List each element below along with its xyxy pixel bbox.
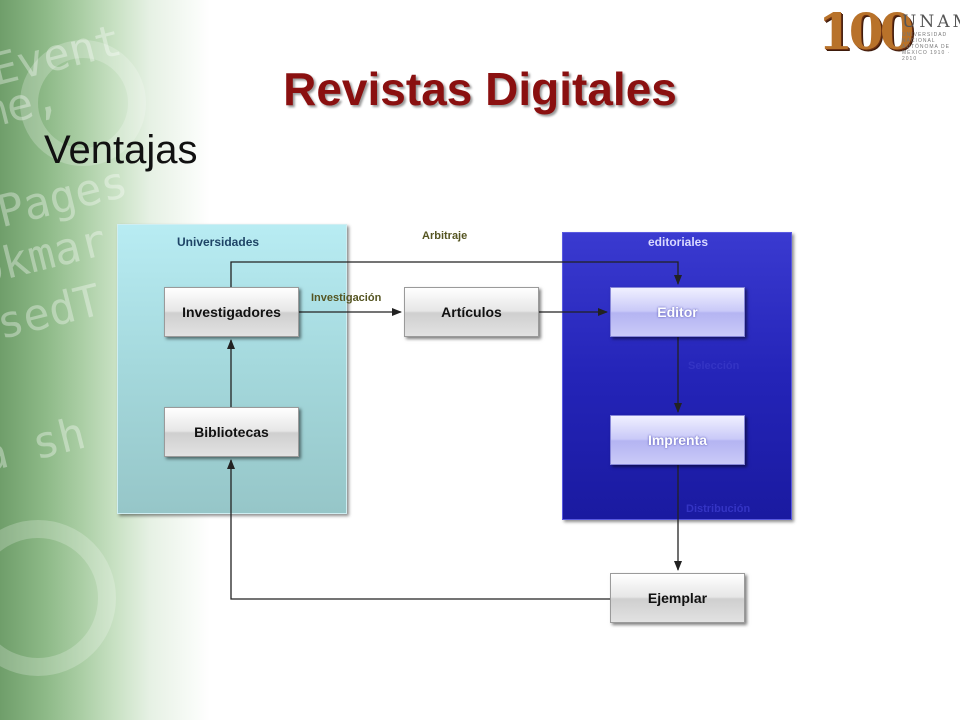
edge-investigadores-to-editor	[230, 261, 682, 287]
logo-name: UNAM	[902, 12, 960, 32]
editoriales-label: editoriales	[648, 235, 709, 249]
edge-layer	[227, 261, 682, 600]
slide-subtitle: Ventajas	[44, 128, 198, 172]
universidades-label: Universidades	[177, 235, 260, 249]
edge-label-seleccion: Selección	[688, 360, 740, 372]
unam-100-logo: 100 UNAM UNIVERSIDAD NACIONAL AUTÓNOMA D…	[818, 2, 960, 62]
edge-label-distribucion: Distribución	[686, 503, 751, 515]
node-editor: Editor	[610, 287, 745, 337]
slide-title: Revistas Digitales	[283, 63, 677, 115]
node-ejemplar: Ejemplar	[610, 573, 745, 623]
logo-subtext: UNIVERSIDAD NACIONAL AUTÓNOMA DE MÉXICO …	[902, 32, 951, 62]
node-investigadores: Investigadores	[164, 287, 299, 337]
node-imprenta: Imprenta	[610, 415, 745, 465]
edge-label-investigacion: Investigación	[311, 292, 382, 304]
edge-ejemplar-to-bibliotecas	[227, 459, 610, 600]
logo-number: 100	[818, 2, 914, 61]
node-bibliotecas: Bibliotecas	[164, 407, 299, 457]
edge-label-arbitraje: Arbitraje	[422, 230, 468, 242]
node-articulos: Artículos	[404, 287, 539, 337]
